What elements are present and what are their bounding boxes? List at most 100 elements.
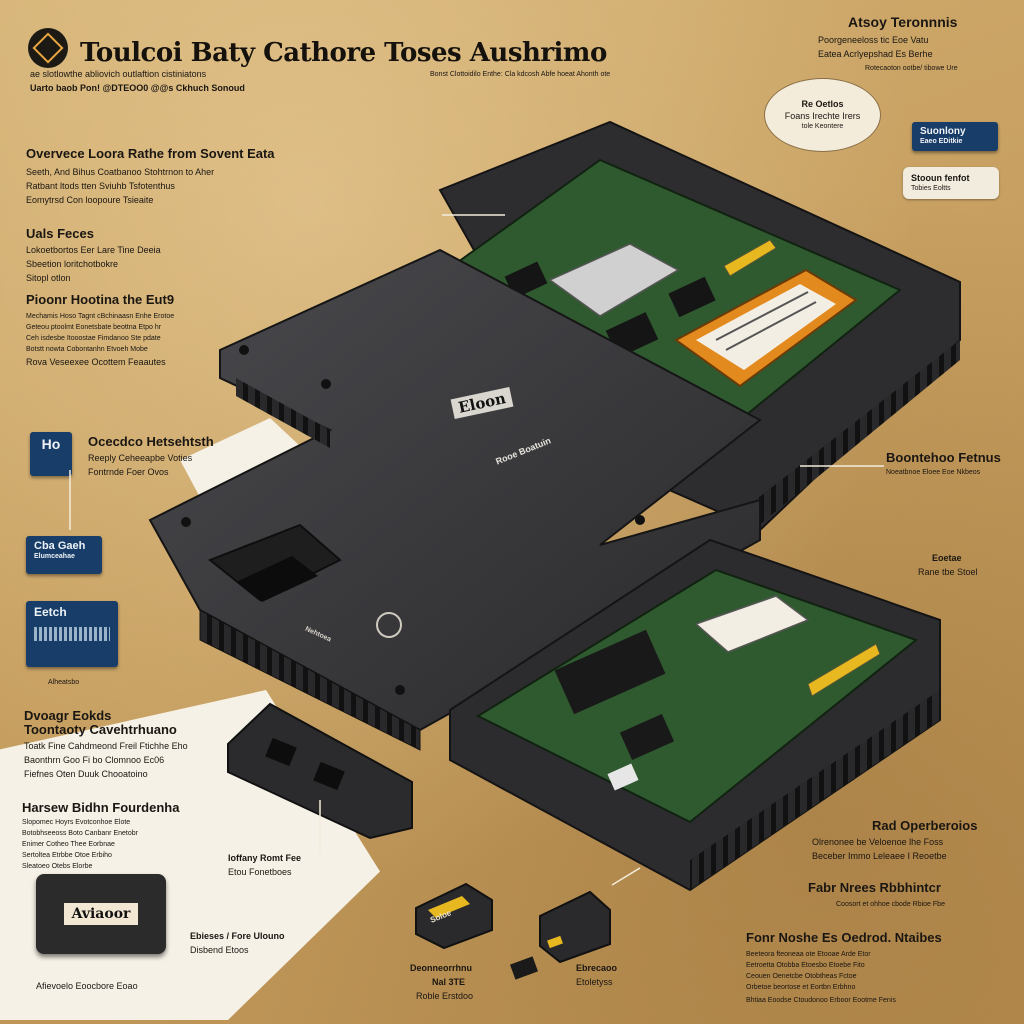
icon-block-line: Fontrnde Foer Ovos [88,467,169,477]
right-mid-line: Noeatbnoe Eloee Eoe Nkbeos [886,469,981,476]
feature-line: Botobhseeoss Boto Canbanr Enetobr [22,830,138,837]
card-line: Stooun fenfot [911,173,970,183]
icon-block-heading: Ocecdco Hetsehtsth [88,434,214,449]
card-line: Tobies Eoltts [911,185,951,192]
right-lower-line: Beeteora fteoneaa ote Etooae Arde Etor [746,951,871,958]
lower-chip [619,713,675,761]
lower-line: Baonthrn Goo Fi bo Clomnoo Ec06 [24,755,165,765]
bottom-left-label: Disbend Etoos [190,945,249,955]
brand-device-card: Aviaoor [36,874,166,954]
overview-line: Eomytrsd Con loopoure Tsieaite [26,195,154,205]
right-lower-heading: Rad Operberoios [872,818,978,833]
icon-block-line: Reeply Ceheeapbe Voties [88,453,193,463]
pale-card-right: Stooun fenfot Tobies Eoltts [903,167,999,199]
right-mid-heading: Boontehoo Fetnus [886,450,1001,465]
lower-line: Fiefnes Oten Duuk Chooatoino [24,769,148,779]
screw-hole [239,345,249,355]
chip-caption: Deonneorrhnu [410,963,472,973]
right-lower-line: Olrenonee be Veloenoe lhe Foss [812,837,944,847]
lower-ssd-label [694,595,810,653]
right-lower-line: Bhtiaa Eoodse Ctoudonoo Erboor Eootme Fe… [746,997,896,1004]
bubble-line: Re Oetlos [801,99,844,109]
bottom-left-label: Ebieses / Fore Ulouno [190,931,285,941]
screw-hole [395,685,405,695]
center-caption: Bonst Clottoidilo Enthe: Cla kdcosh Abfe… [430,71,611,78]
right-small-label: Eoetae [932,553,962,563]
brand-logo-icon [28,28,68,68]
right-lower-line: Beceber Immo Leleaee I Reoetbe [812,851,947,861]
screw-hole [181,517,191,527]
badge-line: Eaeo EDitkie [920,138,963,145]
chip-caption: Etoletyss [576,977,613,987]
uais-line: Lokoetbortos Eer Lare Tine Deeia [26,245,161,255]
right-lower-line: Orbetoe beortose et Eortbn Erbhno [746,984,856,991]
navy-badge-right: Suonlony Eaeo EDitkie [912,122,998,151]
lower-heading: Toontaoty Cavehtrhuano [24,722,177,737]
main-body-side-vents [236,378,330,448]
lower-chip [607,763,639,791]
feature-heading: Harsew Bidhn Fourdenha [22,800,180,815]
overview-line: Seeth, And Bihus Coatbanoo Stohtrnon to … [26,167,215,177]
callout-bubble: Re Oetlos Foans Irechte Irers tole Keont… [764,78,881,152]
low-left-caption: Alheatsbo [48,679,80,686]
nvme-chip-tab [547,935,563,949]
usb-chip-accessory [415,882,493,950]
upper-ssd-label [696,284,836,370]
port-slot [313,761,345,791]
screw-hole [321,379,331,389]
chip-caption: Nal 3TE [432,977,466,987]
circuit-icon [34,627,110,641]
badge-line: Elumceahae [34,553,75,560]
chip-caption: Ebrecaoo [576,963,618,973]
pioneer-line: Rova Veseexee Ocottem Feaautes [26,357,166,367]
right-top-heading: Atsoy Teronnnis [848,14,958,30]
port-bay-inner [236,556,318,602]
upper-connector [723,239,777,277]
badge-line: Suonlony [920,126,966,137]
port-slot [265,737,297,767]
mid-left-badge: Cba Gaeh Elumceahae [26,536,102,574]
feature-line: Sertoltea Etrbbe Otoe Erbiho [22,852,112,859]
usb-chip-label [428,896,470,918]
badge-line: Eetch [34,605,67,619]
uais-line: Sitopl otlon [26,273,71,283]
lower-chip [554,629,666,715]
overview-heading: Overvece Loora Rathe from Sovent Eata [26,146,275,161]
right-lower-line: Eetroetta Otobba Etoesbo Etoebe Fito [746,962,865,969]
upper-heatsink [548,243,680,317]
icon-block-badge: Ho [30,432,72,476]
right-lower-line: Coosort et ohhoe cbode Rbioe Fbe [836,901,945,908]
center-small-label: Etou Fonetboes [228,867,292,877]
overview-line: Ratbant ltods tten Sviuhb Tsfotenthus [26,181,175,191]
pioneer-line: Geteou ptoolmt Eonetsbate beottna Etpo h… [26,324,162,331]
feature-line: Enimer Cotheo Thee Eorbnae [22,841,115,848]
low-left-badge: Eetch [26,601,118,667]
feature-line: Sleatoeo Otebs Elorbe [22,863,93,870]
chip-caption: Roble Erstdoo [416,991,474,1001]
right-top-line: Rotecaoton ootbe/ tibowe Ure [865,65,958,72]
pioneer-line: Mechamis Hoso Tagnt cBchinaasn Enhe Erot… [26,313,175,320]
device-emblem-icon [376,612,402,638]
upper-chip [668,276,716,318]
right-lower-line: Ceouen Oenetcbe Otobtheas Fctoe [746,973,857,980]
lower-enclosure-vents [690,690,940,890]
bubble-line: tole Keontere [801,123,844,130]
monitor-icon: Ho [41,436,61,452]
main-body-front [199,609,421,751]
lower-line: Toatk Fine Cahdmeond Freil Ftichhe Eho [24,741,188,751]
right-lower-heading: Fabr Nrees Rbbhintcr [808,880,941,895]
pioneer-heading: Pioonr Hootina the Eut9 [26,292,175,307]
right-top-line: Poorgeneeloss tic Eoe Vatu [818,35,929,45]
bubble-line: Foans Irechte Irers [784,111,861,121]
nvme-chip-accessory [539,890,611,964]
upper-enclosure-vents [730,340,960,545]
badge-line: Cba Gaeh [34,540,86,552]
lower-connector [807,643,881,697]
brand-label: Aviaoor [63,903,139,925]
lower-heading: Dvoagr Eokds [24,708,112,723]
right-top-line: Eatea Acrlyepshad Es Berhe [818,49,933,59]
feature-line: Slopomec Hoyrs Evotconhoe Elote [22,819,131,826]
pioneer-line: Ceh isdesbe Itooostae Fimdanoo Ste pdate [26,335,161,342]
nvme-chip-connector [509,956,539,980]
screw-hole [635,515,645,525]
